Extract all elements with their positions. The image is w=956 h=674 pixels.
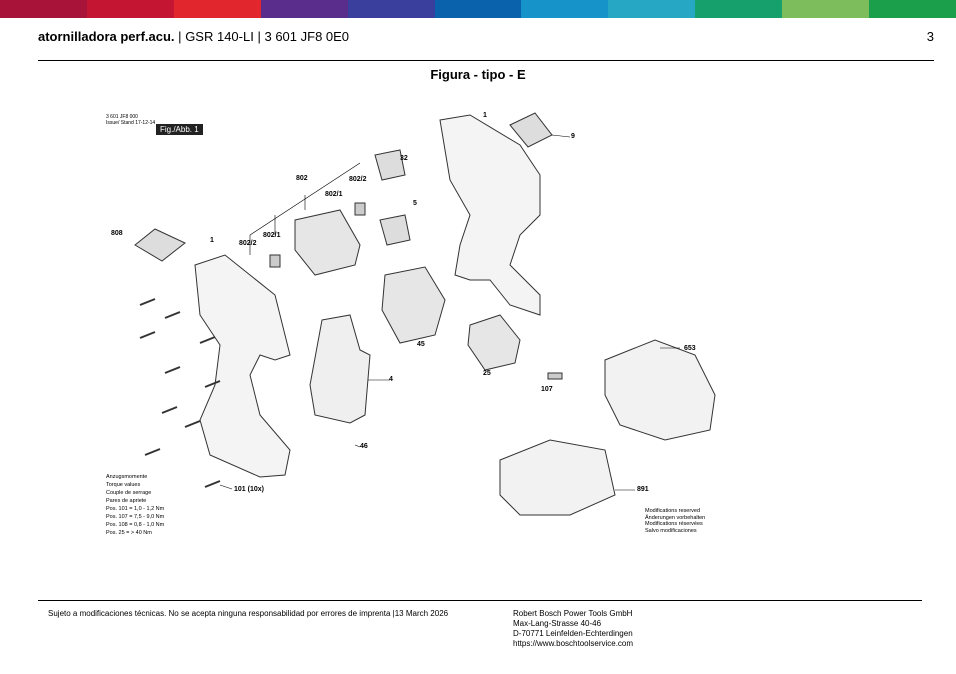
color-segment bbox=[347, 0, 435, 18]
screw-shape bbox=[184, 420, 201, 428]
modification-line: Änderungen vorbehalten bbox=[645, 514, 706, 521]
charger-shape bbox=[604, 339, 716, 441]
figure-title: Figura - tipo - E bbox=[430, 67, 526, 82]
part-label: 802 bbox=[296, 175, 308, 182]
page-number: 3 bbox=[926, 29, 934, 44]
torque-line: Pos. 101 = 1,0 - 1,2 Nm bbox=[106, 506, 165, 512]
motor-shape bbox=[294, 209, 361, 276]
label-sticker-shape bbox=[509, 112, 553, 148]
modifications-notice: Modifications reserved Änderungen vorbeh… bbox=[645, 508, 705, 534]
part-label: 25 bbox=[483, 370, 491, 377]
part-label: 802/2 bbox=[239, 240, 257, 247]
switch-shape bbox=[309, 314, 371, 424]
header-separator: | bbox=[257, 29, 261, 44]
color-segment bbox=[434, 0, 522, 18]
color-segment bbox=[869, 0, 956, 18]
company-name: Robert Bosch Power Tools GmbH bbox=[513, 609, 633, 618]
screw-shape bbox=[204, 480, 221, 488]
header-divider bbox=[38, 60, 934, 61]
screw-group bbox=[139, 298, 221, 488]
company-street: Max-Lang-Strasse 40-46 bbox=[513, 619, 602, 628]
brush-shape bbox=[374, 149, 406, 181]
leader-line bbox=[551, 134, 571, 138]
part-label: 107 bbox=[541, 386, 553, 393]
exploded-view-svg bbox=[134, 112, 716, 516]
part-label: 45 bbox=[417, 341, 425, 348]
figure-meta: 3 601 JF8 000 Issue/ Stand 17-12-14 bbox=[106, 114, 155, 126]
color-segment bbox=[608, 0, 696, 18]
torque-line: Pos. 25 = > 40 Nm bbox=[106, 530, 152, 536]
tool-model: GSR 140-LI bbox=[185, 29, 254, 44]
screw-shape bbox=[199, 336, 216, 344]
part-label: 802/1 bbox=[263, 232, 281, 239]
part-label: 808 bbox=[111, 230, 123, 237]
color-segment bbox=[521, 0, 609, 18]
battery-shape bbox=[499, 439, 616, 516]
part-label: 802/2 bbox=[349, 176, 367, 183]
part-label: 1 bbox=[483, 112, 487, 119]
modification-line: Salvo modificaciones bbox=[645, 527, 697, 534]
color-segment bbox=[260, 0, 348, 18]
screw-shape bbox=[139, 298, 156, 306]
modification-line: Modifications réservées bbox=[645, 521, 703, 527]
page-header: atornilladora perf.acu. | GSR 140-LI | 3… bbox=[38, 29, 934, 47]
part-label: 32 bbox=[400, 155, 408, 162]
figure-tag: Fig./Abb. 1 bbox=[156, 124, 203, 135]
part-label: 46 bbox=[360, 443, 368, 450]
color-segment bbox=[782, 0, 870, 18]
housing-right-shape bbox=[439, 114, 541, 316]
tool-title: atornilladora perf.acu. bbox=[38, 29, 175, 44]
part-label: 4 bbox=[389, 376, 393, 383]
leader-lines bbox=[219, 134, 680, 491]
brush-shape bbox=[379, 214, 411, 246]
color-segment bbox=[0, 0, 87, 18]
leader-line bbox=[354, 444, 361, 448]
screw-shape bbox=[144, 448, 161, 456]
figure-number: 3 601 JF8 000 bbox=[106, 114, 138, 120]
leader-line bbox=[219, 484, 233, 490]
part-label: 101 (10x) bbox=[234, 486, 264, 493]
torque-line: Pos. 108 = 0,8 - 1,0 Nm bbox=[106, 522, 165, 528]
part-label: 9 bbox=[571, 133, 575, 140]
screw-shape bbox=[164, 311, 181, 319]
label-sticker-shape bbox=[134, 228, 186, 262]
part-label: 653 bbox=[684, 345, 696, 352]
color-segment bbox=[695, 0, 783, 18]
modification-line: Modifications reserved bbox=[645, 508, 701, 514]
tool-number: 3 601 JF8 0E0 bbox=[264, 29, 350, 44]
footer-disclaimer: Sujeto a modificaciones técnicas. No se … bbox=[48, 609, 449, 618]
torque-line: Torque values bbox=[106, 482, 141, 488]
screw-shape bbox=[139, 331, 156, 339]
part-label: 802/1 bbox=[325, 191, 343, 198]
footer-address: Robert Bosch Power Tools GmbH Max-Lang-S… bbox=[513, 609, 633, 649]
color-segment bbox=[173, 0, 261, 18]
issue-label: Issue/ Stand bbox=[106, 120, 134, 126]
torque-values: Anzugsmomente Torque values Couple de se… bbox=[106, 473, 164, 537]
bearing-shape bbox=[269, 254, 281, 268]
part-label: 1 bbox=[210, 237, 214, 244]
screw-shape bbox=[204, 380, 221, 388]
color-segment bbox=[86, 0, 174, 18]
torque-line: Anzugsmomente bbox=[106, 474, 148, 480]
screw-shape bbox=[164, 366, 181, 374]
exploded-view-diagram bbox=[100, 105, 730, 555]
screw-shape bbox=[547, 372, 563, 380]
footer-divider bbox=[38, 600, 922, 601]
company-url[interactable]: https://www.boschtoolservice.com bbox=[513, 639, 634, 648]
torque-line: Pos. 107 = 7,5 - 9,0 Nm bbox=[106, 514, 165, 520]
torque-line: Pares de apriete bbox=[106, 498, 147, 504]
part-label: 891 bbox=[637, 486, 649, 493]
issue-date: 17-12-14 bbox=[135, 120, 156, 126]
chuck-shape bbox=[467, 314, 521, 371]
part-label: 5 bbox=[413, 200, 417, 207]
torque-line: Couple de serrage bbox=[106, 490, 152, 496]
housing-left-shape bbox=[194, 254, 291, 478]
screw-shape bbox=[161, 406, 178, 414]
company-city: D-70771 Leinfelden-Echterdingen bbox=[513, 629, 633, 638]
brand-color-bar bbox=[0, 0, 956, 18]
header-separator: | bbox=[178, 29, 182, 44]
bearing-shape bbox=[354, 202, 366, 216]
gearbox-shape bbox=[381, 266, 446, 344]
